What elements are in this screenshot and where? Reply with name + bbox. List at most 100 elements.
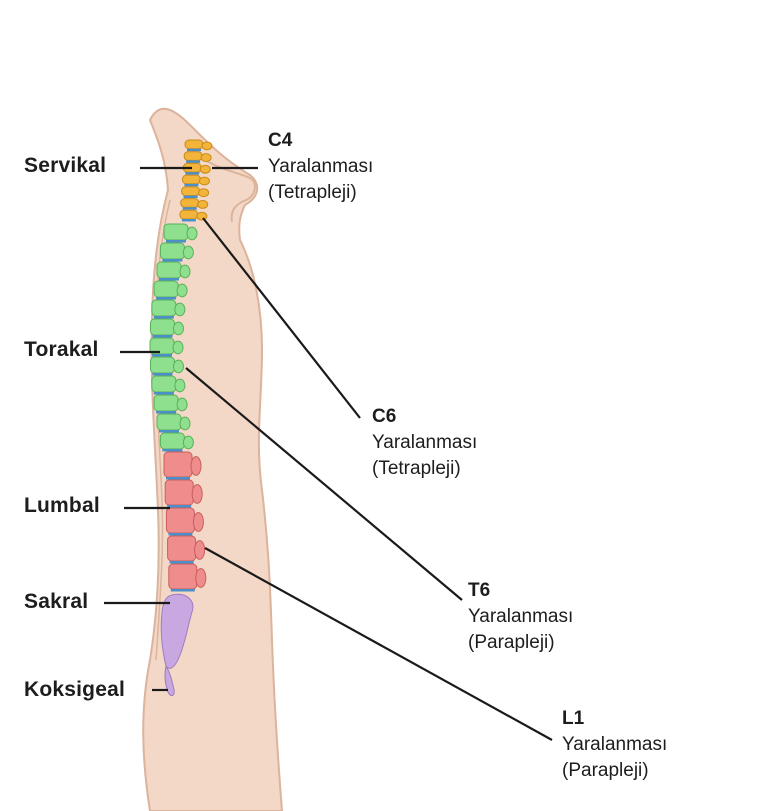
intervertebral-disc <box>152 335 172 338</box>
thoracic-vertebra-process <box>183 246 193 259</box>
injury-c6-caption: C6 Yaralanması (Tetrapleji) <box>372 404 477 482</box>
label-torakal: Torakal <box>24 338 99 362</box>
injury-l1-text: Yaralanması <box>562 732 667 758</box>
lumbar-vertebra <box>169 564 197 589</box>
label-koksigeal: Koksigeal <box>24 678 125 702</box>
intervertebral-disc <box>162 259 182 262</box>
injury-t6-type: (Parapleji) <box>468 630 573 656</box>
lumbar-vertebra-process <box>192 485 202 504</box>
intervertebral-disc <box>152 373 172 376</box>
intervertebral-disc <box>185 172 199 175</box>
intervertebral-disc <box>186 160 200 163</box>
body-unaffected-region <box>497 152 577 532</box>
human-figure-t6 <box>586 306 666 686</box>
human-figure-l1 <box>680 418 760 798</box>
intervertebral-disc <box>166 477 190 480</box>
injury-l1-caption: L1 Yaralanması (Parapleji) <box>562 706 667 784</box>
body-affected-region <box>680 418 760 657</box>
thoracic-vertebra <box>154 281 178 297</box>
lumbar-vertebra <box>166 508 194 533</box>
thoracic-vertebra <box>154 395 178 411</box>
label-servikal: Servikal <box>24 154 106 178</box>
thoracic-vertebra-process <box>180 265 190 278</box>
injury-c4-type: (Tetrapleji) <box>268 180 373 206</box>
body-affected-region <box>497 152 577 270</box>
cervical-vertebra <box>185 140 203 149</box>
injury-c6-text: Yaralanması <box>372 430 477 456</box>
cervical-vertebra <box>182 187 200 196</box>
intervertebral-disc <box>162 449 182 452</box>
cervical-vertebra <box>180 210 198 219</box>
thoracic-vertebra <box>160 433 184 449</box>
thoracic-vertebra-process <box>175 379 185 392</box>
cervical-vertebra-process <box>200 165 210 173</box>
thoracic-vertebra <box>150 357 174 373</box>
intervertebral-disc <box>184 196 198 199</box>
thoracic-vertebra <box>160 243 184 259</box>
injury-t6-caption: T6 Yaralanması (Parapleji) <box>468 578 573 656</box>
lumbar-vertebra <box>165 480 193 505</box>
thoracic-vertebra-process <box>173 341 183 354</box>
injury-c4-text: Yaralanması <box>268 154 373 180</box>
intervertebral-disc <box>152 354 172 357</box>
lumbar-vertebrae <box>164 452 206 592</box>
thoracic-vertebra-process <box>175 303 185 316</box>
cervical-vertebra <box>184 152 202 161</box>
intervertebral-disc <box>154 316 174 319</box>
label-lumbal: Lumbal <box>24 494 100 518</box>
injury-t6-level: T6 <box>468 578 573 604</box>
lumbar-vertebra-process <box>191 457 201 476</box>
thoracic-vertebra-process <box>173 360 183 373</box>
intervertebral-disc <box>170 561 194 564</box>
thoracic-vertebra-process <box>180 417 190 430</box>
body-unaffected-region <box>406 4 486 384</box>
cervical-vertebra-process <box>199 189 209 197</box>
intervertebral-disc <box>166 240 186 243</box>
thoracic-vertebra-process <box>183 436 193 449</box>
injury-t6-text: Yaralanması <box>468 604 573 630</box>
injury-l1-type: (Parapleji) <box>562 758 667 784</box>
intervertebral-disc <box>183 207 197 210</box>
cervical-vertebra-process <box>197 212 207 220</box>
intervertebral-disc <box>159 278 179 281</box>
lumbar-vertebra-process <box>195 541 205 560</box>
intervertebral-disc <box>154 392 174 395</box>
intervertebral-disc <box>159 430 179 433</box>
injury-c4-level: C4 <box>268 128 373 154</box>
cervical-vertebra <box>182 175 200 184</box>
lumbar-vertebra <box>168 536 196 561</box>
thoracic-vertebra <box>157 414 181 430</box>
intervertebral-disc <box>171 589 195 592</box>
body-unaffected-region <box>586 306 666 686</box>
injury-c4-caption: C4 Yaralanması (Tetrapleji) <box>268 128 373 206</box>
body-affected-region <box>586 306 666 485</box>
thoracic-vertebra <box>152 376 176 392</box>
cervical-vertebra-process <box>199 177 209 185</box>
cervical-vertebra <box>181 199 199 208</box>
lumbar-vertebra-process <box>193 513 203 532</box>
human-figure-c4 <box>406 4 486 384</box>
intervertebral-disc <box>156 297 176 300</box>
thoracic-vertebra <box>157 262 181 278</box>
body-affected-region <box>406 4 486 80</box>
intervertebral-disc <box>184 184 198 187</box>
thoracic-vertebra-process <box>177 398 187 411</box>
injury-l1-level: L1 <box>562 706 667 732</box>
human-figure-c6 <box>497 152 577 532</box>
thoracic-vertebra <box>164 224 188 240</box>
thoracic-vertebra <box>152 300 176 316</box>
injury-c6-type: (Tetrapleji) <box>372 456 477 482</box>
lumbar-vertebra-process <box>196 569 206 588</box>
body-unaffected-region <box>680 418 760 798</box>
injury-c6-level: C6 <box>372 404 477 430</box>
cervical-vertebra-process <box>201 154 211 162</box>
cervical-vertebra-process <box>202 142 212 150</box>
thoracic-vertebra-process <box>187 227 197 240</box>
lumbar-vertebra <box>164 452 192 477</box>
intervertebral-disc <box>187 149 201 152</box>
intervertebral-disc <box>156 411 176 414</box>
intervertebral-disc <box>167 505 191 508</box>
cervical-vertebra-process <box>198 201 208 209</box>
thoracic-vertebra-process <box>173 322 183 335</box>
intervertebral-disc <box>168 533 192 536</box>
